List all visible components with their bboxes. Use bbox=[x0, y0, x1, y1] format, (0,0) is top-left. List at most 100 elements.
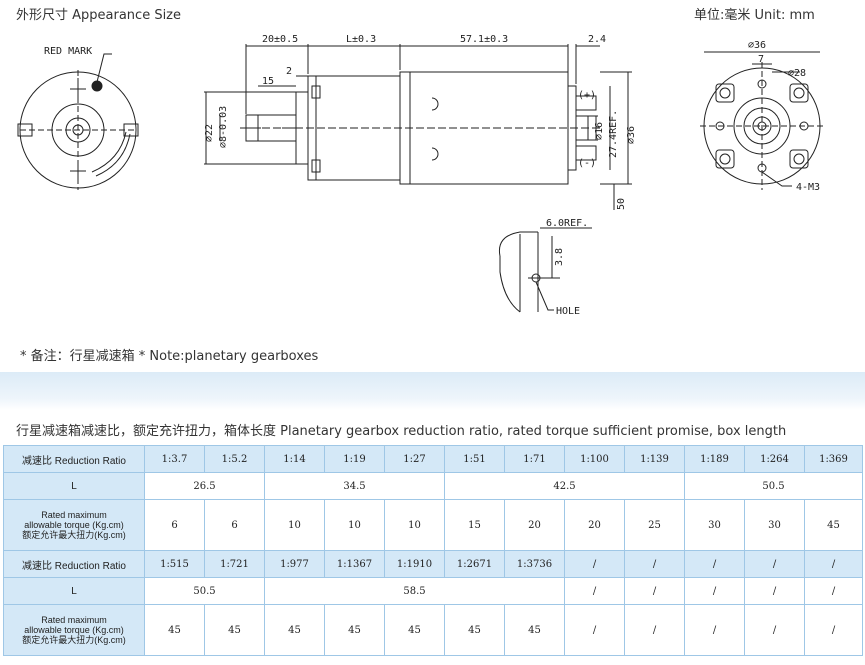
torque-label-line: 额定允许最大扭力(Kg.cm) bbox=[22, 635, 126, 645]
torque-header-cell: Rated maximum allowable torque (Kg.cm) 额… bbox=[3, 604, 145, 656]
hole-detail-view bbox=[498, 227, 592, 313]
dim-d16: ⌀16 bbox=[594, 122, 605, 140]
table-cell: 15 bbox=[444, 499, 505, 551]
table-cell: 1:977 bbox=[264, 550, 325, 578]
table-cell: / bbox=[804, 550, 863, 578]
table-cell: 1:369 bbox=[804, 445, 863, 473]
dim-3-8: 3.8 bbox=[554, 248, 565, 266]
torque-label-line: Rated maximum bbox=[41, 615, 107, 625]
dim-15: 15 bbox=[262, 76, 274, 87]
side-view bbox=[204, 44, 632, 210]
red-mark-label: RED MARK bbox=[44, 46, 92, 57]
torque-header-cell: Rated maximum allowable torque (Kg.cm) 额… bbox=[3, 499, 145, 551]
minus-terminal-label: (-) bbox=[578, 158, 596, 169]
reduction-ratio-table: 减速比 Reduction Ratio 1:3.7 1:5.2 1:14 1:1… bbox=[3, 445, 863, 656]
motor-technical-drawing: RED MARK 20±0.5 L±0.3 57.1±0.3 2.4 15 2 … bbox=[17, 34, 824, 317]
dim-L: L±0.3 bbox=[346, 34, 376, 45]
table-title: 行星减速箱减速比，额定充许扭力，箱体长度 Planetary gearbox r… bbox=[16, 424, 787, 439]
table-cell: / bbox=[744, 550, 805, 578]
table-cell: 1:721 bbox=[204, 550, 265, 578]
table-cell: 30 bbox=[744, 499, 805, 551]
table-cell: / bbox=[564, 577, 625, 605]
dim-d36-front: ⌀36 bbox=[748, 40, 766, 51]
table-cell: 10 bbox=[324, 499, 385, 551]
dim-d28: ⌀28 bbox=[788, 68, 806, 79]
table-cell: 45 bbox=[384, 604, 445, 656]
plus-terminal-label: (+) bbox=[578, 90, 596, 101]
ratio-header-cell: 减速比 Reduction Ratio bbox=[3, 550, 145, 578]
table-cell: 1:5.2 bbox=[204, 445, 265, 473]
table-row: 减速比 Reduction Ratio 1:3.7 1:5.2 1:14 1:1… bbox=[3, 445, 863, 473]
table-cell: 6 bbox=[204, 499, 265, 551]
dim-6ref: 6.0REF. bbox=[546, 218, 588, 229]
table-cell: 1:1910 bbox=[384, 550, 445, 578]
table-cell: 1:51 bbox=[444, 445, 505, 473]
table-cell: 50.5 bbox=[144, 577, 265, 605]
table-cell: 45 bbox=[204, 604, 265, 656]
dim-d8: ⌀8-0.03 bbox=[218, 106, 229, 148]
table-cell: 1:71 bbox=[504, 445, 565, 473]
table-cell: 6 bbox=[144, 499, 205, 551]
table-row: 减速比 Reduction Ratio 1:515 1:721 1:977 1:… bbox=[3, 550, 863, 578]
table-cell: 30 bbox=[684, 499, 745, 551]
table-cell: 1:100 bbox=[564, 445, 625, 473]
dim-2: 2 bbox=[286, 66, 292, 77]
table-cell: 45 bbox=[144, 604, 205, 656]
table-cell: 1:14 bbox=[264, 445, 325, 473]
torque-label-line: allowable torque (Kg.cm) bbox=[24, 625, 124, 635]
dim-d22: ⌀22 bbox=[204, 124, 215, 142]
torque-label-line: 额定允许最大扭力(Kg.cm) bbox=[22, 530, 126, 540]
ratio-header-cell: 减速比 Reduction Ratio bbox=[3, 445, 145, 473]
dim-57: 57.1±0.3 bbox=[460, 34, 508, 45]
table-cell: 1:19 bbox=[324, 445, 385, 473]
dim-27: 27.4REF. bbox=[608, 110, 619, 158]
table-cell: 1:515 bbox=[144, 550, 205, 578]
table-cell: 26.5 bbox=[144, 472, 265, 500]
table-cell: 1:3736 bbox=[504, 550, 565, 578]
unit-label: 单位:毫米 Unit: mm bbox=[694, 8, 815, 23]
table-cell: 1:3.7 bbox=[144, 445, 205, 473]
table-cell: 58.5 bbox=[264, 577, 565, 605]
torque-label-line: Rated maximum bbox=[41, 510, 107, 520]
table-cell: 34.5 bbox=[264, 472, 445, 500]
appearance-size-title: 外形尺寸 Appearance Size bbox=[16, 8, 182, 23]
table-cell: 1:264 bbox=[744, 445, 805, 473]
table-cell: / bbox=[564, 604, 625, 656]
table-cell: 45 bbox=[804, 499, 863, 551]
table-cell: 50.5 bbox=[684, 472, 863, 500]
table-row: L 26.5 34.5 42.5 50.5 bbox=[3, 472, 863, 500]
table-cell: / bbox=[804, 604, 863, 656]
table-cell: 1:1367 bbox=[324, 550, 385, 578]
table-cell: / bbox=[564, 550, 625, 578]
table-cell: / bbox=[684, 604, 745, 656]
table-cell: 45 bbox=[324, 604, 385, 656]
red-mark-dot bbox=[91, 80, 103, 92]
screw-label: 4-M3 bbox=[796, 182, 820, 193]
table-cell: / bbox=[624, 577, 685, 605]
table-cell: 10 bbox=[384, 499, 445, 551]
section-band bbox=[0, 372, 865, 410]
table-cell: 45 bbox=[444, 604, 505, 656]
table-cell: 20 bbox=[564, 499, 625, 551]
planetary-note: * 备注：行星减速箱 * Note:planetary gearboxes bbox=[20, 349, 319, 364]
table-cell: 45 bbox=[264, 604, 325, 656]
table-cell: / bbox=[684, 550, 745, 578]
table-cell: / bbox=[804, 577, 863, 605]
table-cell: 20 bbox=[504, 499, 565, 551]
table-row: Rated maximum allowable torque (Kg.cm) 额… bbox=[3, 499, 863, 551]
table-cell: 45 bbox=[504, 604, 565, 656]
table-cell: 1:27 bbox=[384, 445, 445, 473]
table-cell: / bbox=[624, 550, 685, 578]
dim-2-4: 2.4 bbox=[588, 34, 606, 45]
table-row: Rated maximum allowable torque (Kg.cm) 额… bbox=[3, 604, 863, 656]
table-row: L 50.5 58.5 / / / / / bbox=[3, 577, 863, 605]
table-cell: 1:139 bbox=[624, 445, 685, 473]
table-cell: 1:189 bbox=[684, 445, 745, 473]
right-end-view bbox=[700, 51, 824, 190]
hole-label: HOLE bbox=[556, 306, 580, 317]
table-cell: 42.5 bbox=[444, 472, 685, 500]
dim-7: 7 bbox=[758, 54, 764, 65]
left-end-view bbox=[17, 53, 139, 190]
torque-label-line: allowable torque (Kg.cm) bbox=[24, 520, 124, 530]
dim-50: 50 bbox=[616, 198, 627, 210]
